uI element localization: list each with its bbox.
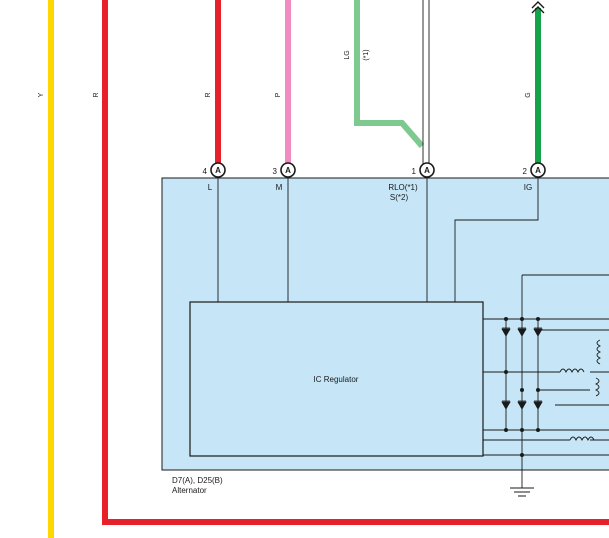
ic-regulator-label: IC Regulator [314, 375, 359, 384]
diode-bridge-upper [501, 327, 543, 337]
pin-name: IG [524, 183, 532, 192]
wire-label-y: Y [38, 92, 45, 97]
pin-number: 1 [412, 167, 417, 176]
pin-number: 2 [523, 167, 528, 176]
junction-dots [504, 317, 540, 457]
pin-3: 3 A M [273, 162, 296, 192]
continuation-arrow-icon [531, 1, 545, 14]
pin-1: 1 A RLO(*1) S(*2) [388, 162, 435, 202]
pin-name: RLO(*1) [388, 183, 418, 192]
connector-letter: A [215, 166, 221, 175]
pin-name-alt: S(*2) [390, 193, 409, 202]
wire-label-g: G [525, 92, 532, 97]
pin-name: M [276, 183, 283, 192]
wire-label-r-left: R [93, 92, 100, 97]
wire-note-lg: (*1) [363, 49, 370, 60]
wire-lg [354, 0, 425, 148]
ground-icon [510, 487, 534, 497]
ic-regulator-box [189, 301, 484, 457]
pin-2: 2 A IG [523, 162, 546, 192]
pin-name: L [208, 183, 213, 192]
pin-number: 4 [203, 167, 208, 176]
wire-r-left [102, 0, 609, 525]
wire-double-line [422, 0, 430, 164]
component-name: Alternator [172, 486, 207, 495]
wire-label-r: R [205, 92, 212, 97]
wire-label-lg: LG [344, 50, 351, 59]
pin-4: 4 A L [203, 162, 226, 192]
stator-coil-icon [559, 339, 602, 442]
connector-letter: A [285, 166, 291, 175]
diode-bridge-lower [501, 400, 543, 410]
component-id: D7(A), D25(B) [172, 476, 223, 485]
wire-label-p: P [275, 92, 282, 97]
connector-letter: A [535, 166, 541, 175]
connector-letter: A [424, 166, 430, 175]
pin-number: 3 [273, 167, 278, 176]
